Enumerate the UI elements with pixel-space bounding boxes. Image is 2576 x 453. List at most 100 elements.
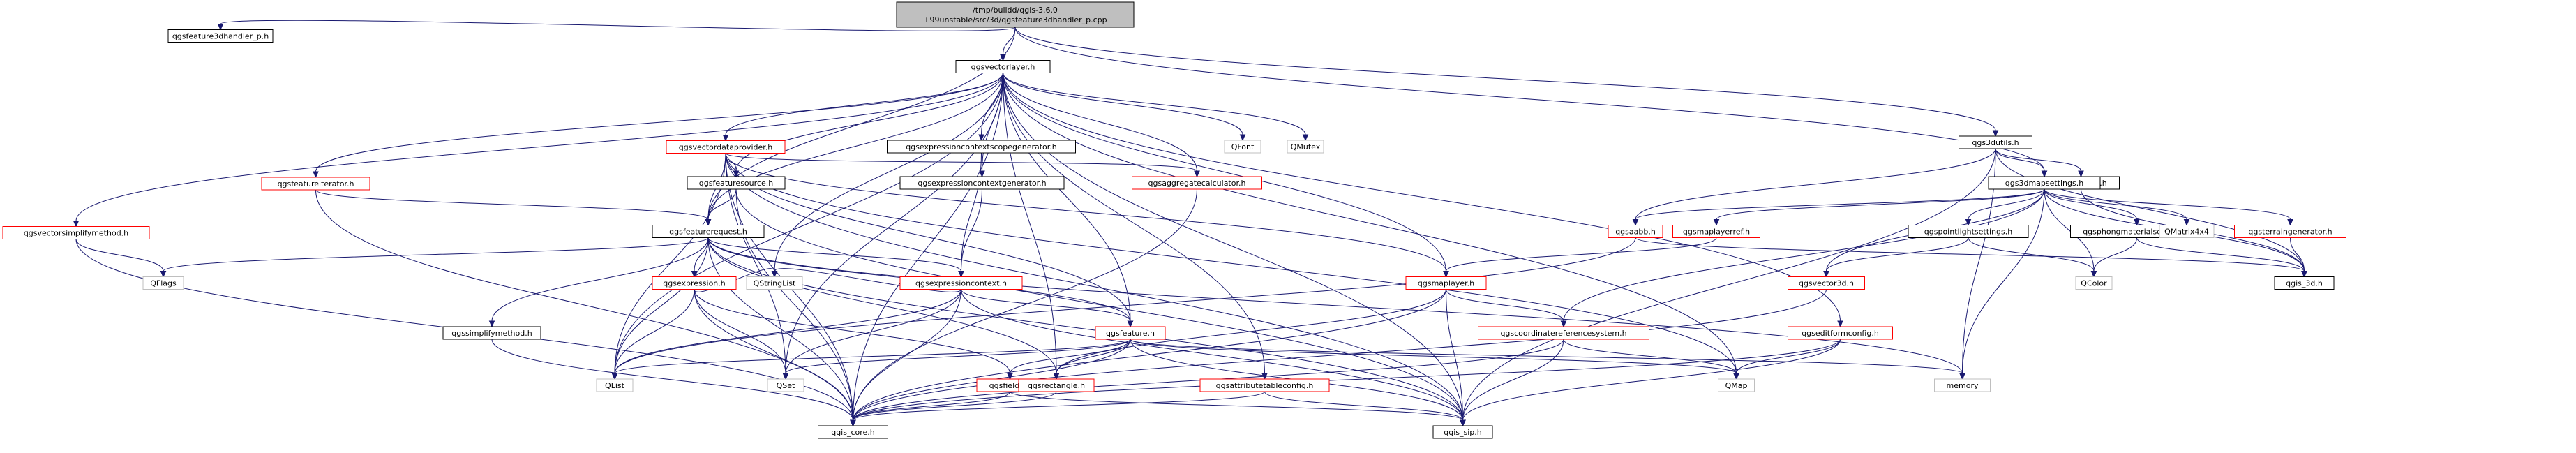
node-exprcontext[interactable]: qgsexpressioncontext.h [899,276,1023,290]
node-label: qgsaabb.h [1615,228,1656,237]
node-vdprovider[interactable]: qgsvectordataprovider.h [666,140,786,154]
node-qgiscore[interactable]: qgis_core.h [818,425,888,439]
node-label: qgsfeaturesource.h [699,179,773,188]
node-box [1132,176,1262,190]
node-qgis3d[interactable]: qgis_3d.h [2274,276,2335,290]
node-label: qgsvectordataprovider.h [679,143,772,152]
edge-featuresource-to-featurerequest [705,188,737,226]
node-label: qgis_3d.h [2286,279,2323,288]
node-root[interactable]: /tmp/buildd/qgis-3.6.0+99unstable/src/3d… [896,1,1135,28]
node-editformcfg[interactable]: qgseditformconfig.h [1788,326,1893,340]
node-label: memory [1947,381,1979,390]
node-box [1432,425,1493,439]
node-featuresource[interactable]: qgsfeaturesource.h [687,176,786,190]
edge-vectorlayer-to-aggcalc [1003,73,1200,178]
edge-root-to-mapsettings3d [1014,27,2048,178]
edge-mapsettings3d-to-aabb [1632,188,2045,226]
node-box [887,140,1076,154]
edge-vectorlayer-to-qmutex [1003,73,1309,142]
node-label: QFont [1231,142,1255,151]
node-memory: memory [1934,378,1991,392]
node-label: qgsfeature3dhandler_p.h [172,32,269,41]
node-label: qgsexpressioncontext.h [915,279,1007,288]
node-exprscopegen[interactable]: qgsexpressioncontextscopegenerator.h [887,140,1076,154]
node-terraingen[interactable]: qgsterraingenerator.h [2234,225,2346,238]
node-box [818,425,888,439]
node-label: QMutex [1291,142,1321,151]
edge-mapsettings3d-to-maplayerref [1713,188,2045,226]
node-box [666,140,786,154]
node-pointlight[interactable]: qgspointlightsettings.h [1908,225,2029,238]
node-box [652,225,765,238]
edge-crs-to-qgissip [1460,339,1564,427]
edge-expression-to-qlist [611,289,695,380]
edge-vectorlayer-to-exprscopegen [978,73,1003,142]
node-feature[interactable]: qgsfeature.h [1095,326,1166,340]
node-qset: QSet [767,378,804,392]
node-maplayer[interactable]: qgsmaplayer.h [1405,276,1487,290]
node-label: QSet [777,381,795,390]
edge-vector3d-to-qgiscore [850,289,1827,427]
edge-mapsettings3d-to-qmatrix [2044,188,2190,226]
node-expression[interactable]: qgsexpression.h [652,276,737,290]
node-vectorlayer[interactable]: qgsvectorlayer.h [955,60,1051,73]
edge-exprctxgen-to-exprcontext [958,188,982,278]
node-box [1959,135,2032,149]
edge-vectorlayer-to-editformcfg [1003,73,1843,328]
edge-root-to-vectorlayer [1000,27,1016,61]
edge-feature-to-qset [782,339,1131,380]
node-label: qgsvectorsimplifymethod.h [24,229,128,238]
edge-fields-to-qgissip [1010,391,1466,427]
node-mapsettings3d[interactable]: qgs3dmapsettings.h [1988,176,2101,190]
node-box [899,176,1065,190]
edge-aabb-to-qlist [611,237,1636,380]
edge-crs-to-qmap [1563,339,1739,380]
node-label: qgsaggregatecalculator.h [1148,179,1246,188]
node-box [1287,140,1324,154]
node-featurerequest[interactable]: qgsfeaturerequest.h [652,225,765,238]
node-box [1908,225,2029,238]
node-box [1224,140,1261,154]
node-label: qgs3dmapsettings.h [2005,179,2083,188]
edge-maplayer-to-crs [1446,289,1567,328]
edge-featureiterator-to-featurerequest [315,189,712,226]
node-box [687,176,786,190]
node-simplifymethod[interactable]: qgsvectorsimplifymethod.h [2,226,150,239]
node-vector3d[interactable]: qgsvector3d.h [1788,276,1865,290]
edge-maplayer-to-rectangle [1053,289,1446,380]
node-box [1608,225,1663,238]
node-handler-p[interactable]: qgsfeature3dhandler_p.h [167,29,274,43]
node-box [2159,225,2215,238]
node-maplayerref[interactable]: qgsmaplayerref.h [1672,225,1760,238]
node-simplemethod[interactable]: qgssimplifymethod.h [442,326,541,340]
node-qstringlist: QStringList [746,276,803,290]
node-box [2075,276,2113,290]
node-rectangle[interactable]: qgsrectangle.h [1018,378,1095,392]
node-qflags: QFlags [142,276,184,290]
edge-root-to-featurerequest [705,27,1016,226]
edge-phongmat-to-qgis3d [2136,237,2307,278]
node-box [442,326,541,340]
node-aabb[interactable]: qgsaabb.h [1608,225,1663,238]
node-label: qgsterraingenerator.h [2248,228,2332,237]
node-box [1788,326,1893,340]
node-label: qgsmaplayer.h [1418,279,1474,288]
node-aggcalc[interactable]: qgsaggregatecalculator.h [1132,176,1262,190]
node-box [1988,176,2101,190]
node-label: qgsfeatureiterator.h [278,179,354,188]
node-label: qgis_sip.h [1444,428,1482,437]
node-exprctxgen[interactable]: qgsexpressioncontextgenerator.h [899,176,1065,190]
node-qgissip[interactable]: qgis_sip.h [1432,425,1493,439]
node-qgs3dutils[interactable]: qgs3dutils.h [1959,135,2032,149]
node-attrtablecfg[interactable]: qgsattributetableconfig.h [1199,378,1330,392]
edge-featurerequest-to-qlist [611,237,709,380]
node-label: qgsfeature.h [1106,329,1155,338]
node-box [596,378,634,392]
node-crs[interactable]: qgscoordinatereferencesystem.h [1478,326,1649,340]
node-box [1405,276,1487,290]
edge-maplayer-to-qgissip [1446,289,1466,427]
node-label: qgsattributetableconfig.h [1216,381,1314,390]
node-label: qgs3dutils.h [1972,138,2019,147]
node-box [1478,326,1649,340]
node-featureiterator[interactable]: qgsfeatureiterator.h [261,177,370,191]
